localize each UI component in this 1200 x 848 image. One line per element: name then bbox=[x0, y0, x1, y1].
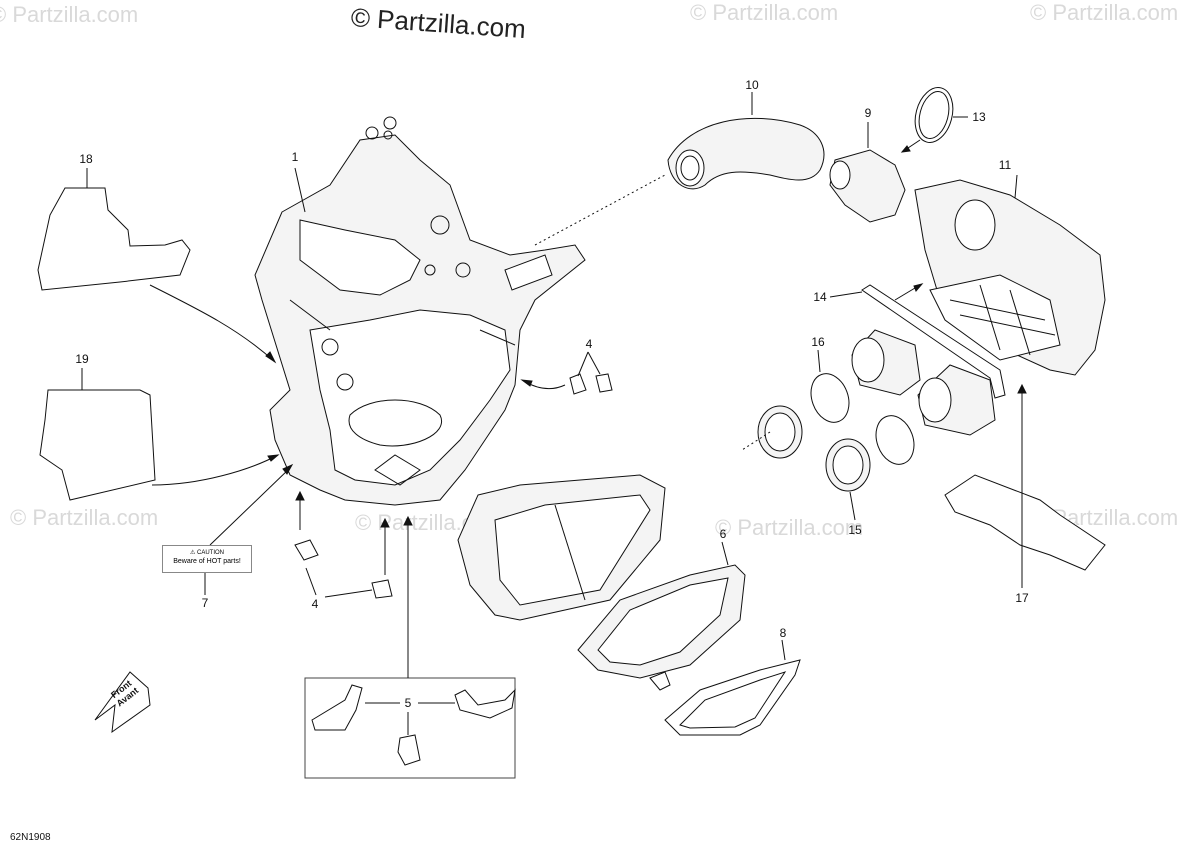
callout-4[interactable]: 4 bbox=[311, 597, 319, 611]
watermark: © Partzilla.com bbox=[715, 515, 864, 540]
callout-5[interactable]: 5 bbox=[404, 696, 412, 710]
watermark: © Partzilla.com bbox=[690, 0, 839, 25]
diagram-code: 62N1908 bbox=[10, 832, 51, 843]
watermark: © Partzilla.com bbox=[1030, 0, 1179, 25]
part-16-clamps bbox=[810, 373, 915, 465]
caution-text: Beware of HOT parts! bbox=[173, 558, 241, 565]
part-11-airbox-lid bbox=[914, 179, 1106, 376]
part-18-pad bbox=[37, 187, 191, 291]
part-9-adapter bbox=[829, 149, 906, 223]
watermark: © Partzilla.com bbox=[0, 2, 139, 27]
part-1-airbox-housing bbox=[254, 116, 586, 506]
caution-decal: ⚠ CAUTION Beware of HOT parts! bbox=[162, 545, 252, 573]
callout-1[interactable]: 1 bbox=[291, 150, 299, 164]
callout-15[interactable]: 15 bbox=[848, 523, 862, 537]
callout-10[interactable]: 10 bbox=[745, 78, 759, 92]
callout-18[interactable]: 18 bbox=[79, 152, 93, 166]
callout-16[interactable]: 16 bbox=[811, 335, 825, 349]
callout-11[interactable]: 11 bbox=[998, 158, 1012, 172]
callout-7[interactable]: 7 bbox=[201, 596, 209, 610]
part-13-o-ring bbox=[914, 87, 954, 143]
callout-9[interactable]: 9 bbox=[864, 106, 872, 120]
part-19-pad bbox=[39, 389, 156, 501]
callout-8[interactable]: 8 bbox=[779, 626, 787, 640]
callout-4[interactable]: 4 bbox=[585, 337, 593, 351]
part-4-clips bbox=[294, 373, 613, 599]
part-6-filter bbox=[577, 564, 746, 691]
part-17-pad bbox=[944, 474, 1106, 571]
callout-14[interactable]: 14 bbox=[813, 290, 827, 304]
callout-19[interactable]: 19 bbox=[75, 352, 89, 366]
part-15-couplers bbox=[757, 405, 871, 492]
part-velocity-stacks bbox=[851, 329, 996, 436]
callout-13[interactable]: 13 bbox=[972, 110, 986, 124]
part-10-hose bbox=[667, 117, 825, 190]
callout-6[interactable]: 6 bbox=[719, 527, 727, 541]
front-arrow-icon bbox=[94, 671, 151, 734]
callout-17[interactable]: 17 bbox=[1015, 591, 1029, 605]
caution-header: ⚠ CAUTION bbox=[189, 550, 225, 556]
watermark: © Partzilla.com bbox=[10, 505, 159, 530]
part-14-seal bbox=[861, 284, 1006, 399]
part-filter-frame bbox=[457, 474, 666, 621]
part-8-foam-element bbox=[664, 659, 801, 736]
part-5-brackets bbox=[311, 684, 516, 766]
